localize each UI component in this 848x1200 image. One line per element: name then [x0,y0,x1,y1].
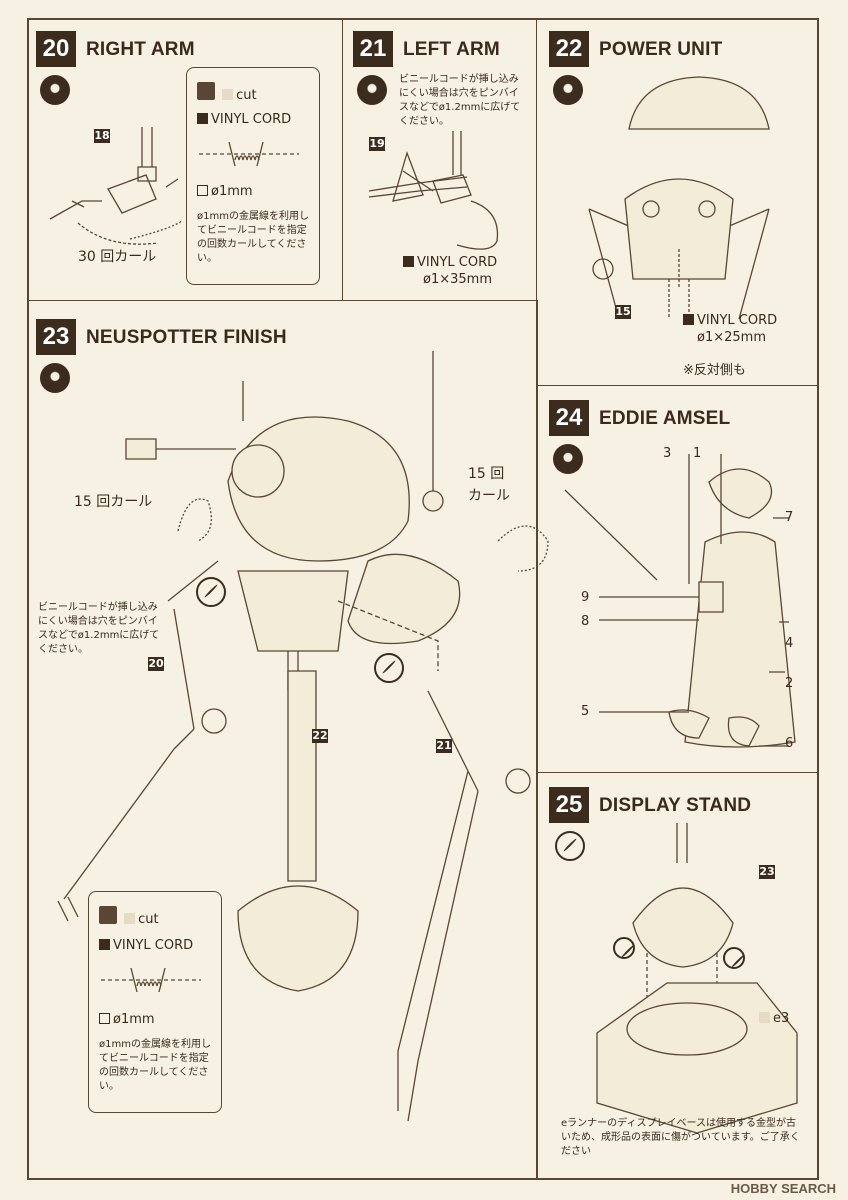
step-number: 21 [353,31,393,67]
callout-6: 6 [785,736,794,751]
callout-9: 9 [581,590,590,605]
both-sides-note: ※反対側も [683,363,746,378]
step-23-panel: 23 NEUSPOTTER FINISH [27,300,549,1180]
no-glue-icon [613,937,635,959]
part-number: 19 [369,137,385,151]
cord-label: VINYL CORD [403,255,497,270]
hole-note: ビニールコードが挿し込みにくい場合は穴をピンバイスなどでø1.2mmに広げてくだ… [38,602,160,655]
step-20-panel: 20 RIGHT ARM 18 30 回カール cut VINYL CORD ø… [27,18,343,301]
cut-text: cut [138,912,159,927]
cord-size: ø1×35mm [423,272,492,287]
cord-label: VINYL CORD [683,313,777,328]
part-number: 21 [436,739,452,753]
callout-7: 7 [785,510,794,525]
power-unit-illustration [588,76,770,320]
step-title: RIGHT ARM [86,39,195,60]
part-number: 18 [94,129,110,143]
left-arm-illustration [368,131,499,250]
curl-instruction: ø1mmの金属線を利用してビニールコードを指定の回数カールしてください。 [197,211,309,264]
neuspotter-illustration [57,351,549,1122]
runner-label: e3 [759,1011,789,1026]
step-24-panel: 24 EDDIE AMSEL 3 1 7 9 8 4 2 5 6 [536,385,819,773]
callout-2: 2 [785,676,794,691]
step-22-panel: 22 POWER UNIT 15 VINYL CORD ø1×25mm ※反対側… [536,18,819,386]
right-arm-illustration [49,127,183,245]
callout-3: 3 [663,446,672,461]
watermark: HOBBY SEARCH [730,1181,836,1196]
step-number: 22 [549,31,589,67]
vinyl-cord-info-box: cut VINYL CORD ø1mm ø1mmの金属線を利用してビニールコード… [186,67,320,285]
part-number: 22 [312,729,328,743]
eddie-amsel-figure [564,454,796,748]
step-21-panel: 21 LEFT ARM ビニールコードが挿し込みにくい場合は穴をピンバイスなどで… [342,18,537,301]
curl-count-left: 15 回カール [74,494,153,510]
step-title: EDDIE AMSEL [599,408,731,429]
no-glue-icon [555,831,585,861]
part-number: 23 [759,865,775,879]
callout-5: 5 [581,704,590,719]
step-title: NEUSPOTTER FINISH [86,327,287,348]
wire-diameter-label: ø1mm [197,184,253,199]
curl-count-right-unit: カール [468,488,510,504]
step-number: 25 [549,787,589,823]
vinyl-cord-label: VINYL CORD [99,938,193,953]
cement-icon [553,444,583,474]
step-title: LEFT ARM [403,39,500,60]
cut-label: cut [197,82,257,103]
cement-icon [357,75,387,105]
cutter-icon [99,906,117,924]
step-title: DISPLAY STAND [599,795,752,816]
cement-icon [40,363,70,393]
hole-note: ビニールコードが挿し込みにくい場合は穴をピンバイスなどでø1.2mmに広げてくだ… [399,74,521,127]
curl-count-right: 15 回 [468,466,505,482]
vinyl-cord-label: VINYL CORD [197,112,291,127]
cut-label: cut [99,906,159,927]
cord-size: ø1×25mm [697,330,766,345]
cut-text: cut [236,88,257,103]
step-title: POWER UNIT [599,39,723,60]
callout-8: 8 [581,614,590,629]
no-glue-icon [374,653,404,683]
display-stand-illustration [596,823,798,1134]
step-number: 20 [36,31,76,67]
base-mold-note: eランナーのディスプレイベースは使用する金型が古いため、成形品の表面に傷がついて… [561,1118,800,1157]
coil-diagram [199,141,299,167]
vinyl-cord-info-box: cut VINYL CORD ø1mm ø1mmの金属線を利用してビニールコード… [88,891,222,1113]
cement-icon [553,75,583,105]
cutter-icon [197,82,215,100]
part-number: 20 [148,657,164,671]
coil-diagram [101,967,201,993]
step-25-panel: 25 DISPLAY STAND 23 e3 eランナーのディスプレイベースは使… [536,772,819,1180]
no-glue-icon [196,577,226,607]
curl-count: 30 回カール [78,249,157,265]
callout-4: 4 [785,636,794,651]
step-number: 24 [549,400,589,436]
part-number: 15 [615,305,631,319]
cut-swatch [124,913,136,924]
cut-swatch [222,89,234,100]
step-number: 23 [36,319,76,355]
callout-1: 1 [693,446,702,461]
wire-diameter-label: ø1mm [99,1012,155,1027]
curl-instruction: ø1mmの金属線を利用してビニールコードを指定の回数カールしてください。 [99,1039,211,1092]
no-glue-icon [723,947,745,969]
cement-icon [40,75,70,105]
